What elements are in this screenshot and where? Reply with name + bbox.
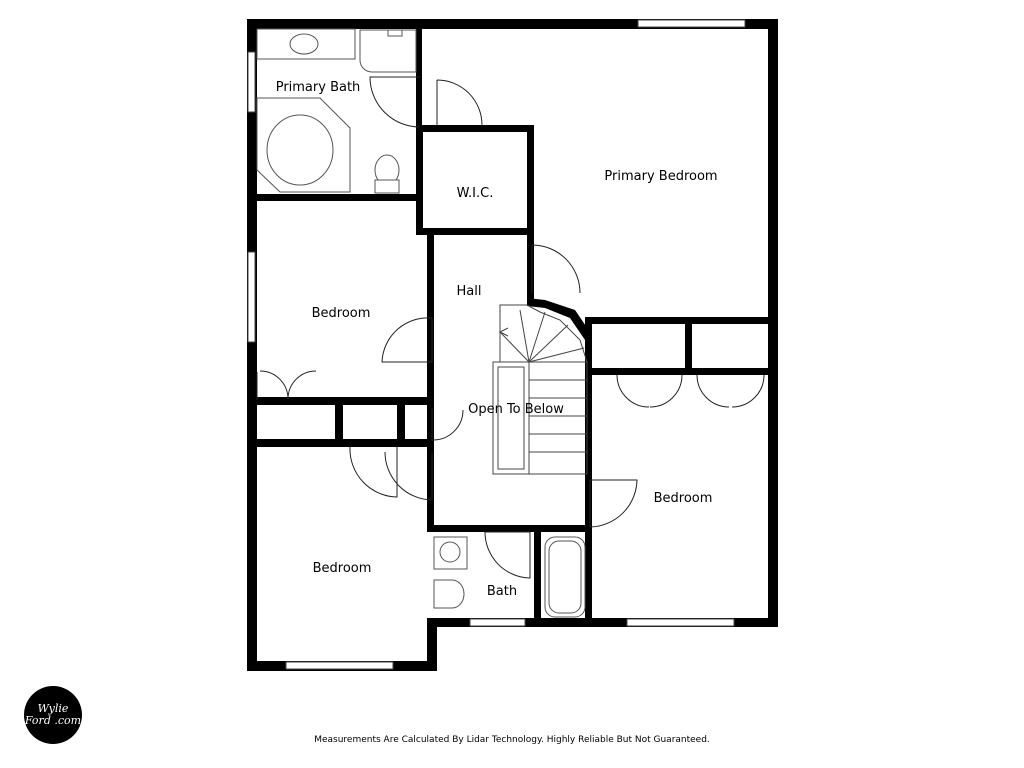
room-label-bedroom-southwest: Bedroom — [313, 561, 372, 576]
logo-text: Wylie Ford .com — [24, 702, 82, 727]
room-label-bedroom-west: Bedroom — [312, 306, 371, 321]
brand-logo: Wylie Ford .com — [24, 686, 82, 744]
room-label-bedroom-east: Bedroom — [654, 491, 713, 506]
stairs — [492, 304, 588, 475]
fixtures — [256, 28, 586, 618]
room-label-wic: W.I.C. — [457, 186, 494, 201]
windows — [247, 19, 746, 670]
room-label-primary-bath: Primary Bath — [276, 80, 361, 95]
room-label-primary-bedroom: Primary Bedroom — [604, 169, 717, 184]
room-label-hall: Hall — [457, 284, 482, 299]
room-label-bath: Bath — [487, 584, 517, 599]
room-labels: Primary Bath Primary Bedroom W.I.C. Hall… — [276, 80, 718, 599]
doors — [256, 76, 765, 579]
room-label-open-to-below: Open To Below — [468, 402, 564, 417]
disclaimer-text: Measurements Are Calculated By Lidar Tec… — [314, 735, 710, 745]
